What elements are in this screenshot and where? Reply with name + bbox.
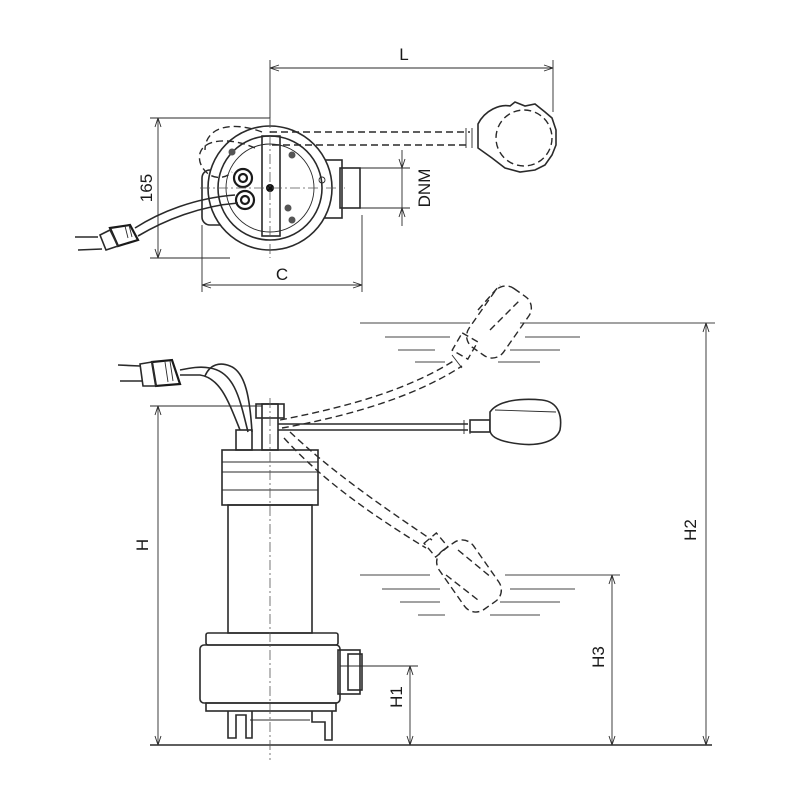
float-cable-upper bbox=[279, 331, 479, 429]
float-upper bbox=[465, 284, 533, 359]
pump-side-body bbox=[199, 398, 363, 760]
lower-water-level bbox=[360, 574, 620, 616]
upper-water-level bbox=[360, 322, 715, 363]
label-DNM: DNM bbox=[415, 169, 434, 208]
label-C: C bbox=[276, 265, 288, 284]
label-L: L bbox=[399, 45, 408, 64]
float-lower bbox=[435, 539, 503, 613]
side-power-cable bbox=[117, 358, 253, 433]
label-H1: H1 bbox=[387, 686, 406, 708]
label-H: H bbox=[133, 539, 152, 551]
dimension-H3: H3 bbox=[589, 574, 616, 746]
float-middle bbox=[489, 398, 562, 446]
label-H2: H2 bbox=[681, 519, 700, 541]
dimension-165: 165 bbox=[137, 117, 270, 259]
top-float bbox=[477, 101, 557, 173]
dimension-DNM: DNM bbox=[340, 150, 434, 226]
top-view: L 165 C DNM bbox=[75, 45, 557, 292]
top-power-cable bbox=[75, 194, 239, 251]
label-H3: H3 bbox=[589, 646, 608, 668]
dimension-H1: H1 bbox=[340, 665, 418, 746]
top-float-cable bbox=[198, 125, 473, 179]
dimension-C: C bbox=[201, 215, 363, 292]
dimension-L: L bbox=[269, 45, 554, 140]
dimension-H2: H2 bbox=[681, 322, 710, 746]
float-cable-lower bbox=[283, 431, 449, 559]
float-cable-middle bbox=[278, 419, 491, 434]
dimension-H: H bbox=[133, 405, 262, 746]
label-165: 165 bbox=[137, 174, 156, 202]
side-view: H H1 H3 H2 bbox=[117, 284, 715, 760]
pump-top-body bbox=[200, 118, 361, 258]
